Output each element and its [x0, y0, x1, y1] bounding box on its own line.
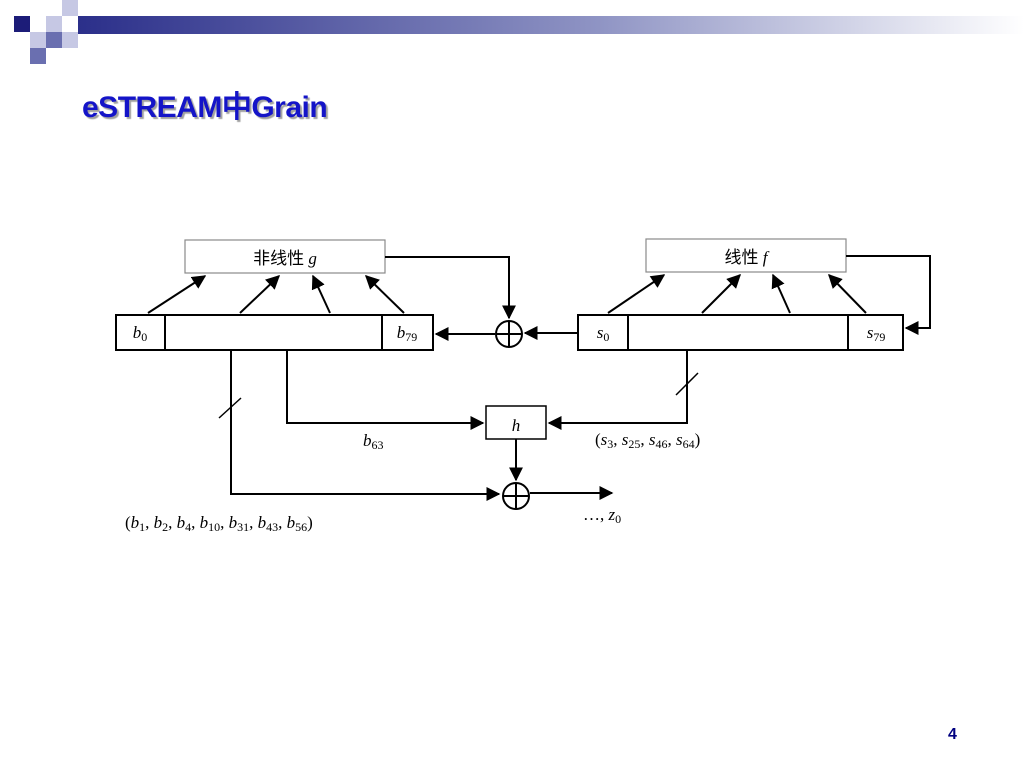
page-number: 4	[948, 726, 957, 743]
b63-label: b63	[363, 431, 384, 452]
b-taps-label: (b1, b2, b4, b10, b31, b43, b56)	[125, 513, 313, 534]
header-gradient-bar	[78, 16, 1024, 34]
linear-f-label: 线性 f	[725, 248, 770, 267]
header-decoration	[14, 0, 1024, 64]
lfsr-tap-arrows	[607, 273, 867, 314]
lfsr-taps-to-h-line	[547, 351, 688, 430]
s-taps-label: (s3, s25, s46, s64)	[595, 430, 700, 451]
nfsr-tap-arrows	[147, 274, 405, 314]
g-to-xor-line	[385, 256, 516, 320]
deco-square	[62, 0, 78, 16]
nonlinear-g-box	[184, 239, 386, 274]
nfsr-cell-b79: b79	[397, 323, 418, 344]
feedback-xor	[495, 320, 523, 348]
nfsr-taps-to-xor-line	[230, 351, 501, 501]
lfsr-cell-s0: s0	[597, 323, 610, 344]
nfsr-register	[115, 314, 434, 351]
nfsr-cell-b0: b0	[133, 323, 148, 344]
deco-square	[62, 32, 78, 48]
lfsr-bus-slash	[675, 372, 699, 396]
output-xor	[502, 482, 530, 510]
nfsr-bus-slash	[218, 397, 242, 419]
deco-square	[14, 16, 30, 32]
f-feedback-line	[846, 255, 931, 335]
deco-square	[30, 32, 46, 48]
h-label: h	[512, 416, 521, 435]
output-label: …, z0	[583, 505, 621, 526]
lfsr-register	[577, 314, 904, 351]
deco-square	[46, 32, 62, 48]
lfsr-cell-s79: s79	[867, 323, 886, 344]
deco-square	[46, 16, 62, 32]
slide-title: eSTREAM中Grain	[82, 91, 328, 124]
nonlinear-g-label: 非线性 g	[253, 249, 317, 268]
deco-square	[30, 48, 46, 64]
linear-f-box	[645, 238, 847, 273]
b63-to-h-line	[286, 351, 485, 430]
